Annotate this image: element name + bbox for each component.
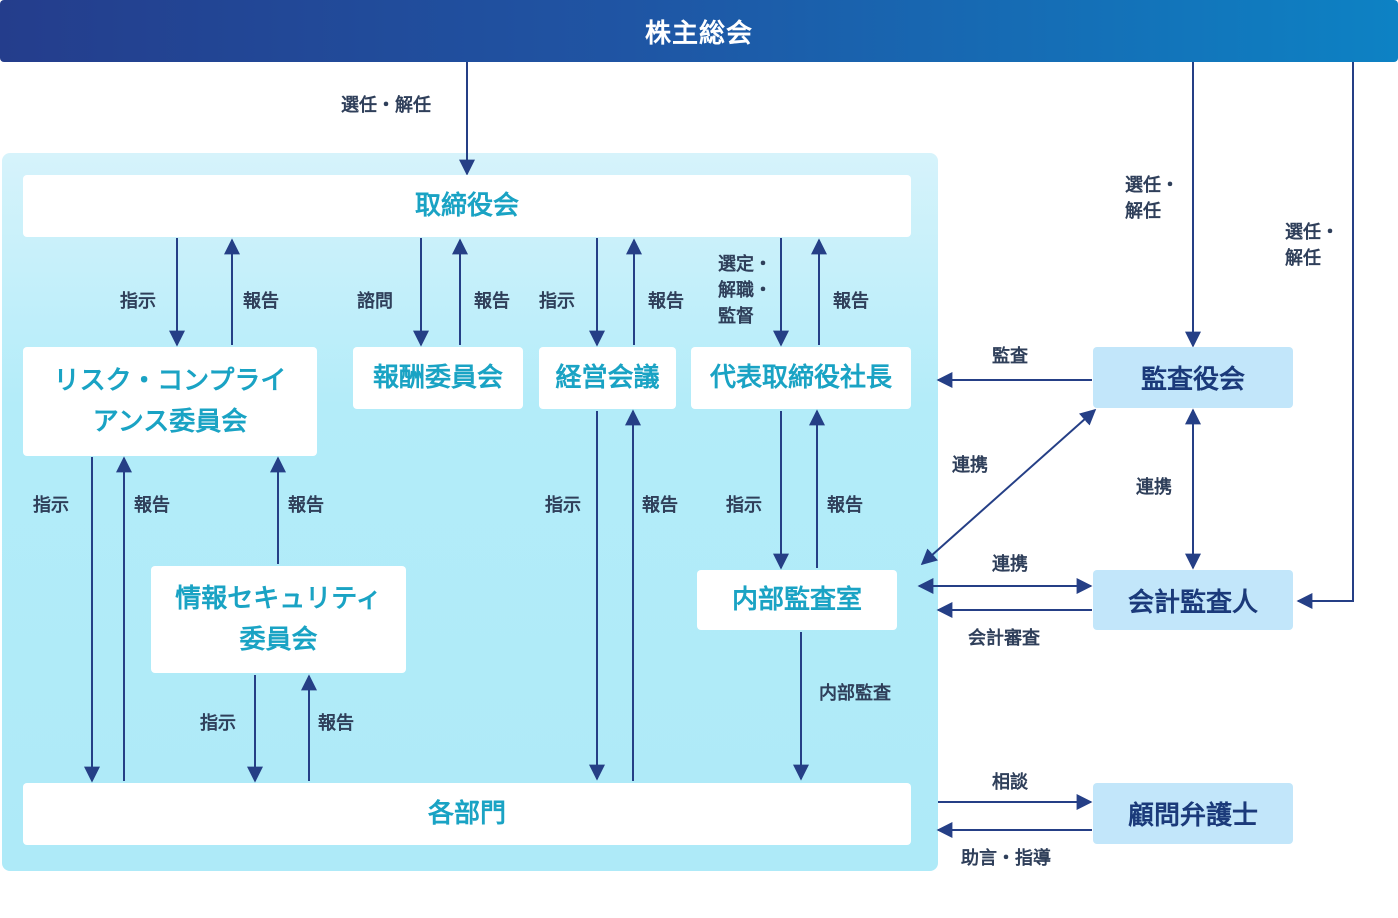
- label-advice-guidance: 助言・指導: [961, 848, 1051, 869]
- legal-advisor-label: 顧問弁護士: [1127, 801, 1258, 831]
- shareholders-meeting-title: 株主総会: [644, 18, 753, 49]
- compensation-committee-box: 報酬委員会: [353, 347, 523, 409]
- label-report-president: 報告: [833, 291, 869, 312]
- board-of-directors-label: 取締役会: [414, 190, 519, 221]
- label-cooperation-vertical: 連携: [1136, 477, 1172, 498]
- internal-audit-office-label: 内部監査室: [731, 584, 862, 615]
- label-accounting-audit: 会計審査: [968, 628, 1040, 649]
- info-security-committee-box: 情報セキュリティ 委員会: [151, 566, 406, 673]
- accounting-auditor-label: 会計監査人: [1127, 587, 1258, 618]
- label-report-internal-audit: 報告: [827, 495, 863, 516]
- compensation-committee-label: 報酬委員会: [372, 362, 503, 393]
- departments-box: 各部門: [23, 783, 911, 845]
- label-report-compensation: 報告: [474, 291, 510, 312]
- arrow-shareholders-to-accounting-auditor: [1296, 62, 1354, 609]
- shareholders-meeting-banner: 株主総会: [0, 0, 1398, 62]
- label-report-departments-infosec: 報告: [318, 713, 354, 734]
- label-instruct-departments-risk: 指示: [33, 495, 69, 516]
- label-cooperation-horizontal: 連携: [992, 554, 1028, 575]
- label-report-infosec-risk: 報告: [288, 495, 324, 516]
- label-cooperation-diagonal: 連携: [952, 455, 988, 476]
- label-appoint-line1: 選定・: [718, 254, 772, 275]
- risk-compliance-committee-line2: アンス委員会: [92, 406, 248, 437]
- label-appoint-line3: 監督: [718, 306, 754, 328]
- president-box: 代表取締役社長: [691, 347, 911, 409]
- label-appoint-dismiss-supervise: 選定・ 解職・ 監督: [718, 252, 772, 330]
- info-security-committee-line1: 情報セキュリティ: [175, 584, 382, 615]
- info-security-committee-line2: 委員会: [239, 624, 318, 655]
- board-of-directors-box: 取締役会: [23, 175, 911, 237]
- label-report-risk: 報告: [243, 291, 279, 312]
- label-instruct-management: 指示: [539, 291, 575, 312]
- audit-board-box: 監査役会: [1093, 347, 1293, 408]
- label-audit: 監査: [992, 346, 1028, 367]
- label-instruct-infosec-departments: 指示: [200, 713, 236, 734]
- label-instruct-internal-audit: 指示: [726, 495, 762, 516]
- management-meeting-label: 経営会議: [555, 362, 660, 393]
- risk-compliance-committee-box: リスク・コンプライ アンス委員会: [23, 347, 317, 456]
- label-report-departments-management: 報告: [642, 495, 678, 516]
- label-internal-auditing: 内部監査: [819, 683, 891, 704]
- label-elect-dismiss-board: 選任・解任: [341, 95, 431, 116]
- internal-audit-office-box: 内部監査室: [697, 570, 897, 630]
- label-instruct-risk: 指示: [120, 291, 156, 312]
- label-elect-dismiss-audit-board: 選任・ 解任: [1125, 173, 1179, 225]
- label-elect-dismiss-audit-board-line2: 解任: [1125, 201, 1161, 223]
- president-label: 代表取締役社長: [709, 362, 892, 393]
- departments-label: 各部門: [427, 798, 506, 829]
- label-consultation: 相談: [992, 772, 1028, 793]
- label-report-departments-risk: 報告: [134, 495, 170, 516]
- audit-board-label: 監査役会: [1140, 365, 1245, 395]
- label-elect-dismiss-accounting-line2: 解任: [1285, 248, 1321, 270]
- label-elect-dismiss-audit-board-line1: 選任・: [1125, 175, 1179, 196]
- label-instruct-departments-management: 指示: [545, 495, 581, 516]
- legal-advisor-box: 顧問弁護士: [1093, 783, 1293, 844]
- arrow-audit-board-cooperation-internal: [920, 408, 1097, 566]
- label-report-management: 報告: [648, 291, 684, 312]
- management-meeting-box: 経営会議: [539, 347, 676, 409]
- risk-compliance-committee-line1: リスク・コンプライ: [53, 366, 287, 397]
- label-appoint-line2: 解職・: [718, 280, 772, 302]
- accounting-auditor-box: 会計監査人: [1093, 570, 1293, 630]
- label-consult-compensation: 諮問: [357, 291, 393, 312]
- label-elect-dismiss-accounting: 選任・ 解任: [1285, 220, 1339, 272]
- label-elect-dismiss-accounting-line1: 選任・: [1285, 222, 1339, 243]
